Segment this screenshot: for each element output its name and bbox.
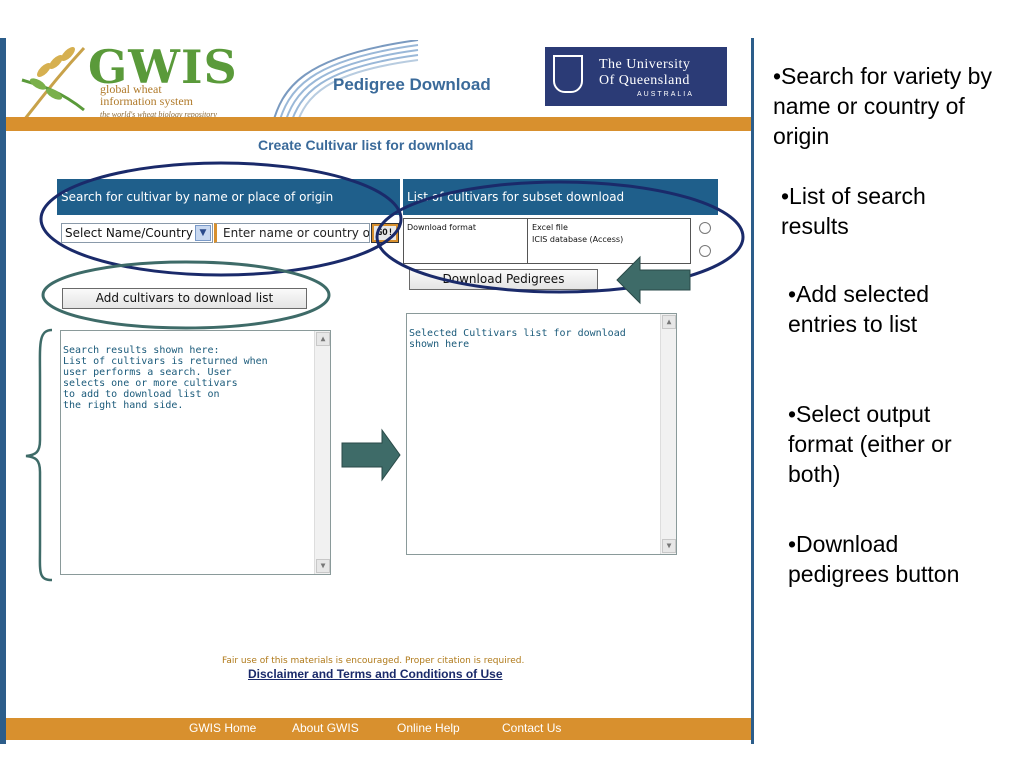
selected-scrollbar[interactable]: ▲ ▼ xyxy=(660,314,676,554)
format-option-icis: ICIS database (Access) xyxy=(532,235,624,244)
wheat-icon xyxy=(21,46,86,121)
search-results-text: Search results shown here: List of culti… xyxy=(63,345,268,411)
annotation-search: •Search for variety by name or country o… xyxy=(773,63,992,149)
scroll-down-icon[interactable]: ▼ xyxy=(662,539,676,553)
download-format-table: Download format Excel file ICIS database… xyxy=(403,218,691,264)
annotation-results: •List of search results xyxy=(781,183,926,239)
scroll-up-icon[interactable]: ▲ xyxy=(316,332,330,346)
university-line-3: AUSTRALIA xyxy=(637,91,694,98)
gwis-page: GWIS global wheat information system the… xyxy=(0,38,757,744)
footer-link-about[interactable]: About GWIS xyxy=(292,721,359,735)
scroll-down-icon[interactable]: ▼ xyxy=(316,559,330,573)
scroll-up-icon[interactable]: ▲ xyxy=(662,315,676,329)
chevron-down-icon[interactable]: ▼ xyxy=(195,225,211,241)
university-logo[interactable]: The University Of Queensland AUSTRALIA xyxy=(545,47,727,106)
selected-cultivars-list[interactable]: Selected Cultivars list for download sho… xyxy=(406,313,677,555)
disclaimer-link[interactable]: Disclaimer and Terms and Conditions of U… xyxy=(248,667,503,681)
footer-link-help[interactable]: Online Help xyxy=(397,721,460,735)
search-input[interactable]: Enter name or country of xyxy=(214,223,370,243)
annotation-add: •Add selected entries to list xyxy=(788,281,930,337)
annotation-download: •Download pedigrees button xyxy=(788,531,960,587)
format-options: Excel file ICIS database (Access) xyxy=(532,222,623,246)
footer-link-home[interactable]: GWIS Home xyxy=(189,721,257,735)
fair-use-note: Fair use of this materials is encouraged… xyxy=(222,656,525,666)
header-swoosh-graphic xyxy=(271,40,419,126)
footer-bar: GWIS Home About GWIS Online Help Contact… xyxy=(6,718,751,740)
format-option-excel: Excel file xyxy=(532,223,568,232)
section-title: Create Cultivar list for download xyxy=(258,137,474,153)
select-value: Select Name/Country xyxy=(65,226,193,240)
logo-title: GWIS xyxy=(88,40,238,94)
gwis-logo[interactable]: GWIS global wheat information system the… xyxy=(14,40,264,126)
logo-subtitle-2: information system xyxy=(100,94,193,108)
university-line-1: The University xyxy=(599,57,691,72)
search-results-list[interactable]: Search results shown here: List of culti… xyxy=(60,330,331,575)
results-scrollbar[interactable]: ▲ ▼ xyxy=(314,331,330,574)
header-divider xyxy=(6,117,751,131)
search-panel-header: Search for cultivar by name or place of … xyxy=(57,179,400,215)
footer-link-contact[interactable]: Contact Us xyxy=(502,721,562,735)
list-panel-header: List of cultivars for subset download xyxy=(403,179,718,215)
add-cultivars-button[interactable]: Add cultivars to download list xyxy=(62,288,307,309)
university-line-2: Of Queensland xyxy=(599,73,690,88)
page-title: Pedigree Download xyxy=(333,75,491,94)
icis-radio[interactable] xyxy=(699,245,711,257)
logo-subtitle-1: global wheat xyxy=(100,82,162,96)
annotation-format: •Select output format (either or both) xyxy=(788,401,952,487)
download-format-label: Download format xyxy=(404,219,528,263)
download-pedigrees-button[interactable]: Download Pedigrees xyxy=(409,269,598,290)
selected-cultivars-text: Selected Cultivars list for download sho… xyxy=(409,328,626,350)
crest-icon xyxy=(553,55,583,93)
logo-tagline: the world's wheat biology repository xyxy=(100,110,217,119)
page-border-left xyxy=(0,38,6,744)
page-border-right xyxy=(751,38,754,744)
excel-radio[interactable] xyxy=(699,222,711,234)
name-country-select[interactable]: Select Name/Country ▼ xyxy=(61,223,213,243)
go-button[interactable]: GO! xyxy=(371,223,399,243)
